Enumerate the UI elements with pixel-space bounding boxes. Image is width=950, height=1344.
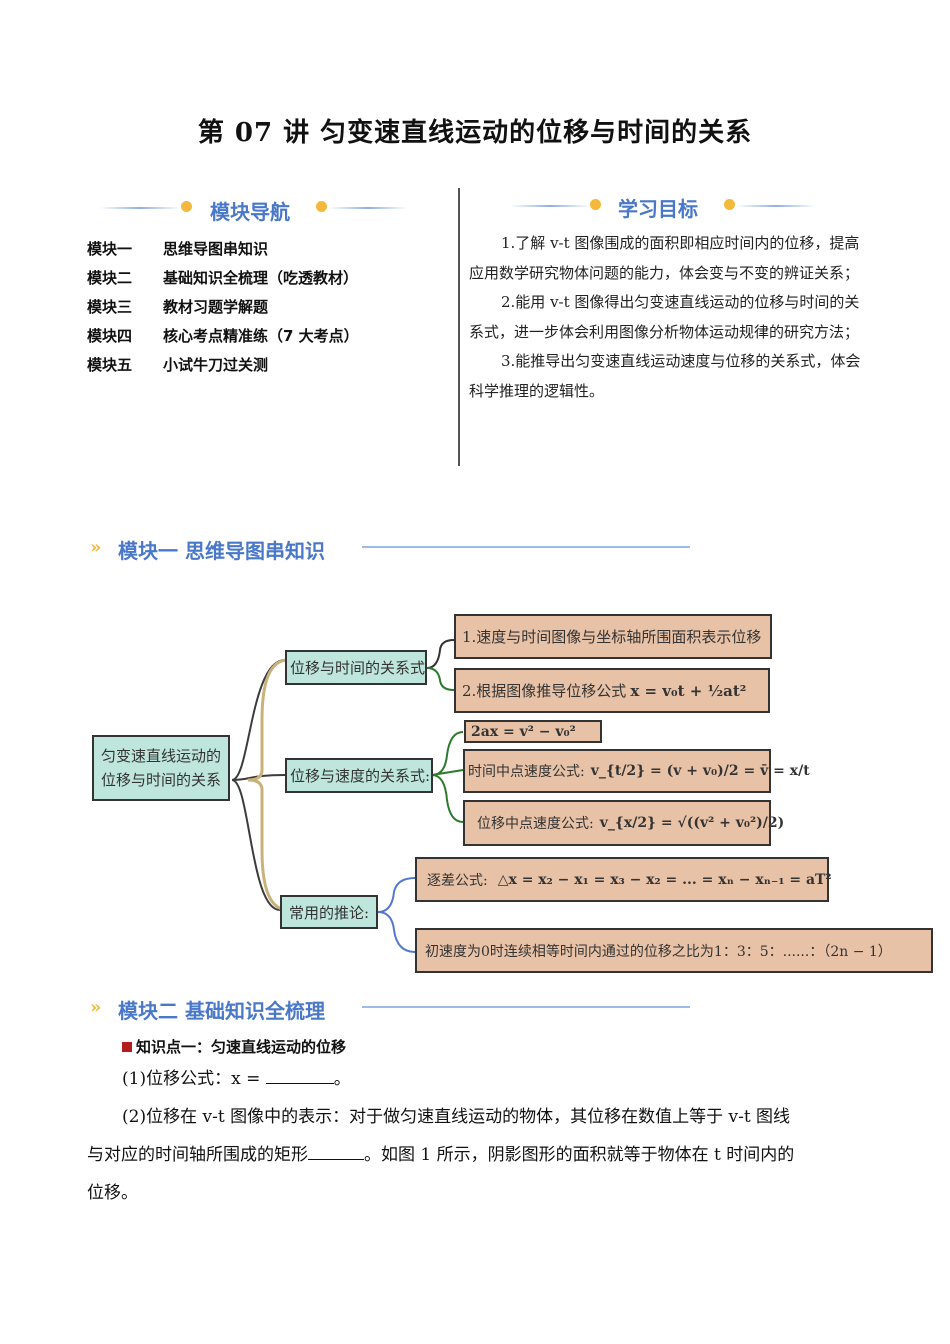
goal-2: 2.能用 v-t 图像得出匀变速直线运动的位移与时间的关系式，进一步体会利用图像…: [469, 293, 860, 341]
nav-heading-dot-left: [181, 201, 192, 212]
module1-heading: 模块一 思维导图串知识: [118, 539, 325, 563]
mindmap-root: 匀变速直线运动的 位移与时间的关系: [92, 735, 230, 801]
goals-heading-dot-right: [724, 199, 735, 210]
mindmap-leaf-formula-derivation: 2.根据图像推导位移公式 x = v₀t + ½at²: [454, 668, 770, 713]
module1-heading-line: [362, 546, 690, 548]
nav-item-key: 模块四: [87, 327, 133, 345]
nav-item-label: 核心考点精准练（7 大考点）: [163, 327, 359, 345]
nav-item-1[interactable]: 模块一 思维导图串知识: [87, 238, 359, 267]
mindmap-branch-corollaries: 常用的推论:: [280, 895, 378, 929]
nav-item-key: 模块二: [87, 269, 133, 287]
answer-blank-1[interactable]: [265, 1067, 334, 1084]
formula-mid-displacement: v_{x/2} = √((v² + v₀²)/2): [599, 815, 785, 831]
paragraph-2: (2)位移在 v-t 图像中的表示：对于做匀速直线运动的物体，其位移在数值上等于…: [87, 1098, 887, 1212]
nav-heading-line-left: [100, 207, 180, 209]
goals-heading-line-right: [736, 205, 816, 207]
goals-heading-line-left: [510, 205, 590, 207]
nav-item-label: 基础知识全梳理（吃透教材）: [163, 269, 359, 287]
goal-1: 1.了解 v-t 图像围成的面积即相应时间内的位移，提高应用数学研究物体问题的能…: [469, 234, 860, 282]
nav-item-label: 教材习题学解题: [163, 298, 269, 316]
chevron-double-icon: »: [90, 997, 102, 1018]
mindmap-leaf-area: 1.速度与时间图像与坐标轴所围面积表示位移: [454, 614, 772, 659]
mindmap-branch-displacement-velocity: 位移与速度的关系式:: [285, 758, 433, 793]
nav-heading-line-right: [328, 207, 408, 209]
chevron-double-icon: »: [90, 537, 102, 558]
formula-x-v0t: x = v₀t + ½at²: [630, 681, 747, 700]
paragraph-2-line-2: 与对应的时间轴所围成的矩形。如图 1 所示，阴影图形的面积就等于物体在 t 时间…: [87, 1143, 795, 1165]
nav-item-5[interactable]: 模块五 小试牛刀过关测: [87, 354, 359, 383]
goal-3: 3.能推导出匀变速直线运动速度与位移的关系式，体会科学推理的逻辑性。: [469, 352, 861, 400]
nav-list: 模块一 思维导图串知识 模块二 基础知识全梳理（吃透教材） 模块三 教材习题学解题 模…: [87, 238, 359, 383]
mindmap-root-line2: 位移与时间的关系: [100, 771, 221, 789]
mindmap-leaf-ratio: 初速度为0时连续相等时间内通过的位移之比为1：3：5：......：（2n − …: [415, 928, 933, 973]
paragraph-2-line-1: (2)位移在 v-t 图像中的表示：对于做匀速直线运动的物体，其位移在数值上等于…: [122, 1107, 791, 1127]
nav-item-label: 小试牛刀过关测: [163, 356, 269, 374]
knowledge-point-title: 知识点一：匀速直线运动的位移: [122, 1036, 346, 1057]
goals-heading-dot-left: [590, 199, 601, 210]
mindmap-root-line1: 匀变速直线运动的: [100, 747, 221, 765]
paragraph-1: (1)位移公式：x = 。: [122, 1067, 351, 1089]
formula-delta-x: △x = x₂ − x₁ = x₃ − x₂ = ... = xₙ − xₙ₋₁…: [497, 871, 832, 888]
formula-mid-time: v_{t/2} = (v + v₀)/2 = v̄ = x/t: [590, 763, 810, 779]
goals-text: 1.了解 v-t 图像围成的面积即相应时间内的位移，提高应用数学研究物体问题的能…: [469, 229, 865, 406]
module2-heading: 模块二 基础知识全梳理: [118, 999, 325, 1023]
goals-heading: 学习目标: [618, 197, 698, 221]
nav-heading-dot-right: [316, 201, 327, 212]
mindmap-connectors: [231, 639, 464, 953]
nav-item-3[interactable]: 模块三 教材习题学解题: [87, 296, 359, 325]
nav-item-4[interactable]: 模块四 核心考点精准练（7 大考点）: [87, 325, 359, 354]
mindmap-leaf-2ax: 2ax = v² − v₀²: [464, 720, 602, 743]
mindmap-leaf-mid-displacement-velocity: 位移中点速度公式: v_{x/2} = √((v² + v₀²)/2): [463, 800, 784, 846]
nav-item-2[interactable]: 模块二 基础知识全梳理（吃透教材）: [87, 267, 359, 296]
mindmap-branch-displacement-time: 位移与时间的关系式: [285, 650, 427, 685]
nav-item-key: 模块一: [87, 240, 133, 258]
nav-item-label: 思维导图串知识: [163, 240, 269, 258]
paragraph-2-line-3: 位移。: [87, 1183, 138, 1203]
module2-heading-line: [362, 1006, 690, 1008]
mindmap-leaf-mid-time-velocity: 时间中点速度公式: v_{t/2} = (v + v₀)/2 = v̄ = x/…: [463, 749, 810, 793]
nav-item-key: 模块三: [87, 298, 133, 316]
column-divider: [458, 188, 460, 466]
nav-item-key: 模块五: [87, 356, 133, 374]
answer-blank-2[interactable]: [308, 1143, 364, 1160]
mindmap-leaf-successive-difference: 逐差公式: △x = x₂ − x₁ = x₃ − x₂ = ... = xₙ …: [415, 857, 832, 902]
nav-heading: 模块导航: [210, 200, 290, 224]
bullet-square-icon: [122, 1042, 132, 1052]
page-title: 第 07 讲 匀变速直线运动的位移与时间的关系: [197, 118, 753, 148]
